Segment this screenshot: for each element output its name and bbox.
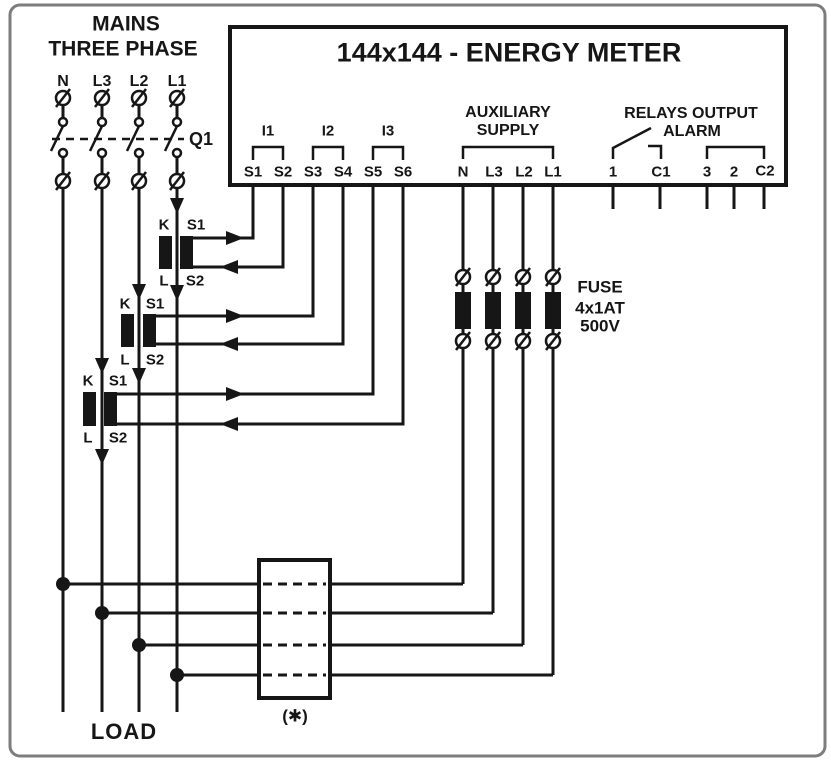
mains-title-line1: MAINS — [92, 12, 160, 36]
aux-terminal-l2: L2 — [515, 163, 533, 181]
phase-wires — [61, 98, 179, 712]
ct2-secondary-s2: S2 — [145, 351, 165, 369]
relay-terminal-c2: C2 — [755, 162, 775, 180]
aux-supply-title-line1: AUXILIARY — [465, 104, 551, 121]
meter-terminal-s3: S3 — [303, 163, 323, 181]
relay-contact-symbol — [611, 126, 663, 159]
relays-title-line1: RELAYS OUTPUT — [624, 105, 758, 122]
ct-l3 — [83, 392, 117, 426]
relay-terminal-2: 2 — [729, 163, 739, 181]
ct1-secondary-s1: S1 — [186, 216, 206, 234]
note-asterisk-label: (✱) — [282, 706, 308, 726]
current-input-label-i1: I1 — [261, 122, 275, 140]
fuse-bank — [454, 267, 562, 351]
meter-box-outline — [228, 25, 788, 187]
breaker-label-q1: Q1 — [188, 129, 214, 149]
ct1-secondary-s2: S2 — [185, 272, 205, 290]
mains-phase-label-n: N — [57, 73, 69, 90]
relay-terminal-c1: C1 — [651, 163, 671, 181]
bottom-link-wires — [63, 582, 553, 677]
shorting-block — [257, 558, 332, 700]
mains-terminals — [54, 88, 186, 191]
ct3-secondary-s1: S1 — [108, 372, 128, 390]
ct3-primary-k: K — [82, 372, 94, 390]
ct2-primary-k: K — [119, 295, 131, 313]
load-label: LOAD — [90, 719, 158, 744]
mains-phase-label-l1: L1 — [167, 73, 187, 90]
mains-phase-label-l3: L3 — [92, 73, 112, 90]
aux-supply-title-line2: SUPPLY — [476, 122, 540, 139]
junction-dots — [56, 577, 184, 682]
ct1-primary-l: L — [159, 272, 169, 290]
meter-terminal-s2: S2 — [273, 163, 293, 181]
aux-terminal-l3: L3 — [485, 163, 503, 181]
ct2-primary-l: L — [120, 351, 130, 369]
mains-title-line2: THREE PHASE — [48, 37, 198, 61]
meter-terminal-s6: S6 — [393, 163, 413, 181]
aux-supply-wires — [461, 185, 555, 675]
relays-title-line2: ALARM — [663, 123, 721, 140]
aux-terminal-n: N — [457, 163, 469, 181]
relay-terminal-stubs — [611, 185, 766, 209]
meter-terminal-s5: S5 — [363, 163, 383, 181]
meter-title: 144x144 - ENERGY METER — [336, 37, 682, 68]
fuse-label-line1: FUSE — [577, 277, 623, 297]
current-input-label-i2: I2 — [321, 122, 335, 140]
ct3-primary-l: L — [83, 429, 93, 447]
ct3-secondary-s2: S2 — [108, 429, 128, 447]
phase-flow-arrows — [95, 198, 184, 465]
fuse-label-line3: 500V — [580, 316, 620, 336]
mains-switch-q1 — [49, 116, 184, 159]
relay-terminal-1: 1 — [608, 163, 618, 181]
ct-l1 — [159, 236, 193, 269]
current-input-label-i3: I3 — [381, 122, 395, 140]
meter-terminal-s1: S1 — [243, 163, 263, 181]
relay-terminal-3: 3 — [702, 163, 712, 181]
ct1-primary-k: K — [158, 216, 170, 234]
ct-secondary-wires — [117, 185, 405, 426]
ct2-secondary-s1: S1 — [145, 295, 165, 313]
terminal-brackets — [251, 145, 766, 160]
ct-wire-arrows — [220, 231, 244, 431]
page-frame — [8, 3, 827, 758]
meter-terminal-s4: S4 — [333, 163, 353, 181]
fuse-label-line2: 4x1AT — [575, 298, 625, 318]
mains-phase-label-l2: L2 — [129, 73, 149, 90]
ct-l2 — [121, 314, 156, 347]
aux-terminal-l1: L1 — [544, 163, 562, 181]
